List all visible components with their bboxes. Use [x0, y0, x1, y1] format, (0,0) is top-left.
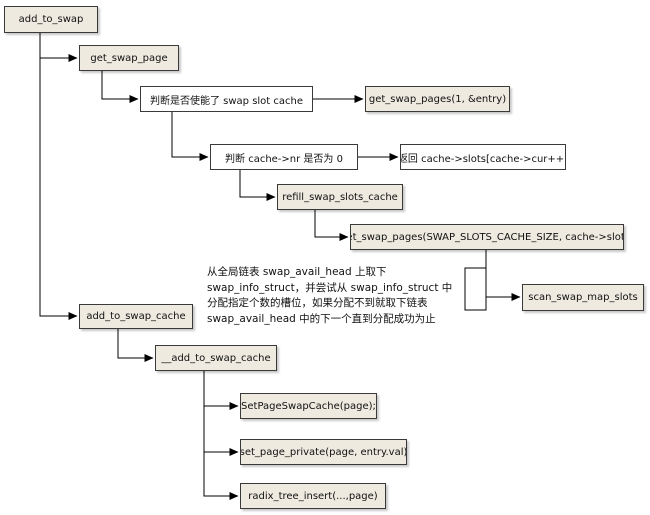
node-scan-swap-map-slots: scan_swap_map_slots	[522, 284, 644, 311]
connector-get-swap-page-check-slot-cache	[101, 71, 139, 103]
node-set-page-private: set_page_private(page, entry.val)	[240, 439, 407, 465]
node-get-swap-pages-single: get_swap_pages(1, &entry)	[365, 86, 510, 112]
node-add-to-swap: add_to_swap	[4, 6, 98, 33]
node-set-page-swap-cache: SetPageSwapCache(page);	[240, 393, 377, 419]
connector-check-nr-refill	[239, 170, 276, 201]
connector-inner-set-page-private	[203, 406, 239, 456]
node-check-slot-cache: 判断是否使能了 swap slot cache	[140, 86, 313, 112]
node-add-to-swap-cache: add_to_swap_cache	[79, 304, 193, 329]
note-line: swap_info_struct，并尝试从 swap_info_struct 中	[207, 281, 453, 294]
node-refill-swap-slots-cache: refill_swap_slots_cache	[277, 184, 403, 210]
node-check-nr: 判断 cache->nr 是否为 0	[210, 144, 358, 170]
scan-explanation-note: 从全局链表 swap_avail_head 上取下 swap_info_stru…	[207, 265, 462, 327]
connector-add-to-swap-add-to-swap-cache	[39, 58, 78, 320]
note-line: 从全局链表 swap_avail_head 上取下	[207, 266, 387, 278]
node-get-swap-pages-batch: get_swap_pages(SWAP_SLOTS_CACHE_SIZE, ca…	[350, 224, 624, 250]
note-line: 分配指定个数的槽位，如果分配不到就取下链表	[207, 297, 428, 309]
connector-check-slot-cache-check-nr	[171, 112, 209, 161]
connector-add-to-swap-get-swap-page	[39, 33, 78, 62]
connector-refill-get-swap-pages-batch	[314, 210, 349, 241]
note-line: swap_avail_head 中的下一个直到分配成功为止	[207, 312, 436, 325]
connector-inner-set-page-swap-cache	[203, 371, 239, 410]
node-inner-add-to-swap-cache: __add_to_swap_cache	[155, 345, 277, 371]
connector-get-swap-pages-batch-scan-loop	[464, 250, 521, 311]
connector-add-to-swap-cache-inner	[117, 329, 154, 362]
connector-inner-radix-tree-insert	[203, 452, 239, 500]
node-return-slot: 返回 cache->slots[cache->cur++]	[400, 144, 566, 170]
node-radix-tree-insert: radix_tree_insert(...,page)	[240, 483, 386, 509]
node-get-swap-page: get_swap_page	[79, 45, 179, 71]
